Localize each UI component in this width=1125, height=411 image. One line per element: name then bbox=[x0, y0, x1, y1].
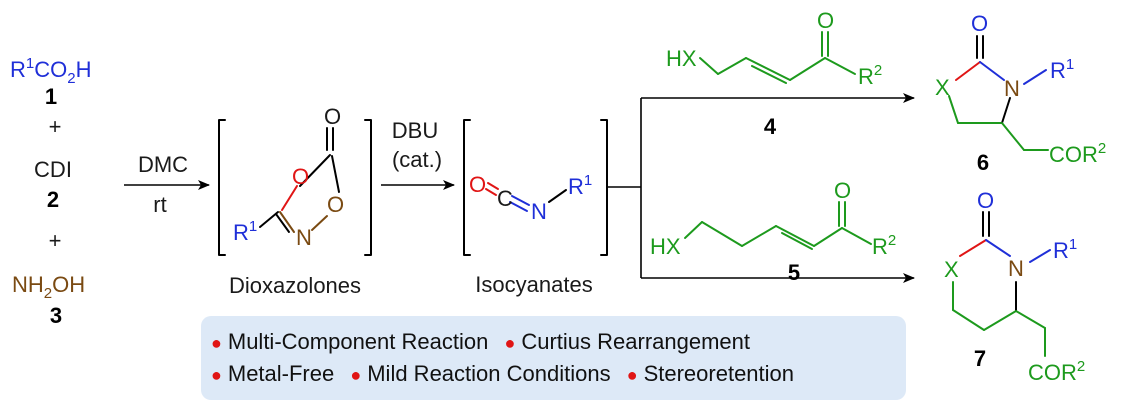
svg-text:NH2OH: NH2OH bbox=[12, 272, 85, 302]
atom-o: O bbox=[469, 172, 486, 197]
plus-sign: + bbox=[49, 228, 62, 253]
svg-text:R2: R2 bbox=[858, 62, 882, 89]
dioxazolone-structure: O O O N R1 bbox=[218, 104, 372, 256]
branch-arrows bbox=[607, 93, 915, 283]
product-7-structure: O X N R1 COR2 7 bbox=[944, 188, 1085, 385]
features-box: ●Multi-Component Reaction ●Curtius Rearr… bbox=[201, 316, 906, 400]
substituent-r1: R1 bbox=[568, 172, 592, 199]
feature-item: ●Curtius Rearrangement bbox=[504, 329, 751, 354]
atom-o: O bbox=[971, 11, 988, 36]
bullet-dot-icon: ● bbox=[211, 333, 222, 353]
compound-number-6: 6 bbox=[977, 150, 989, 175]
svg-text:R2: R2 bbox=[872, 232, 896, 259]
atom-x: X bbox=[935, 75, 950, 100]
svg-text:HX: HX bbox=[666, 46, 697, 71]
caption-isocyanates: Isocyanates bbox=[475, 272, 592, 297]
svg-text:DMC: DMC bbox=[138, 152, 188, 177]
reactant-5-structure: HX O R2 5 bbox=[650, 178, 896, 285]
atom-o: O bbox=[977, 188, 994, 213]
svg-text:O: O bbox=[817, 8, 834, 33]
feature-row: ●Multi-Component Reaction ●Curtius Rearr… bbox=[211, 326, 906, 358]
bullet-dot-icon: ● bbox=[626, 365, 638, 385]
svg-text:CDI: CDI bbox=[34, 157, 72, 182]
substituent-r1: R1 bbox=[1053, 236, 1077, 263]
atom-o-right: O bbox=[327, 192, 344, 217]
feature-item: ●Stereoretention bbox=[626, 361, 795, 386]
isocyanate-structure: O C N R1 bbox=[463, 119, 608, 256]
bullet-dot-icon: ● bbox=[504, 333, 516, 353]
plus-sign: + bbox=[49, 114, 62, 139]
feature-row: ●Metal-Free ●Mild Reaction Conditions ●S… bbox=[211, 358, 906, 390]
atom-o-carbonyl: O bbox=[324, 104, 341, 129]
reagent-acid: R1CO2H 1 bbox=[10, 55, 91, 109]
reagent-hydroxylamine: NH2OH 3 bbox=[12, 272, 85, 328]
bullet-dot-icon: ● bbox=[211, 365, 222, 385]
svg-text:O: O bbox=[834, 178, 851, 203]
step2-arrow: DBU (cat.) bbox=[381, 118, 455, 190]
compound-number-7: 7 bbox=[974, 346, 986, 371]
svg-text:HX: HX bbox=[650, 234, 681, 259]
bullet-dot-icon: ● bbox=[350, 365, 362, 385]
svg-text:rt: rt bbox=[153, 192, 166, 217]
reagent-cdi: CDI 2 bbox=[34, 157, 72, 212]
svg-text:(cat.): (cat.) bbox=[392, 147, 442, 172]
atom-n: N bbox=[296, 225, 312, 250]
atom-x: X bbox=[944, 257, 959, 282]
atom-n: N bbox=[1004, 76, 1020, 101]
side-chain: COR2 bbox=[1028, 358, 1085, 385]
compound-number-5: 5 bbox=[788, 260, 800, 285]
step1-arrow: DMC rt bbox=[124, 152, 210, 217]
atom-c: C bbox=[497, 186, 513, 211]
compound-number-3: 3 bbox=[50, 303, 62, 328]
atom-n: N bbox=[1008, 256, 1024, 281]
feature-item: ●Mild Reaction Conditions bbox=[350, 361, 611, 386]
feature-item: ●Multi-Component Reaction bbox=[211, 329, 489, 354]
atom-n: N bbox=[531, 199, 547, 224]
compound-number-4: 4 bbox=[764, 114, 777, 139]
substituent-r1: R1 bbox=[233, 218, 257, 245]
side-chain: COR2 bbox=[1049, 140, 1106, 167]
svg-text:R1CO2H: R1CO2H bbox=[10, 55, 91, 87]
atom-o-ring: O bbox=[292, 164, 309, 189]
feature-item: ●Metal-Free bbox=[211, 361, 335, 386]
reactant-4-structure: HX O R2 4 bbox=[666, 8, 882, 139]
caption-dioxazolones: Dioxazolones bbox=[229, 273, 361, 298]
compound-number-1: 1 bbox=[45, 84, 57, 109]
substituent-r1: R1 bbox=[1050, 56, 1074, 83]
compound-number-2: 2 bbox=[47, 187, 59, 212]
svg-text:DBU: DBU bbox=[392, 118, 438, 143]
product-6-structure: O X N R1 COR2 6 bbox=[935, 11, 1106, 175]
